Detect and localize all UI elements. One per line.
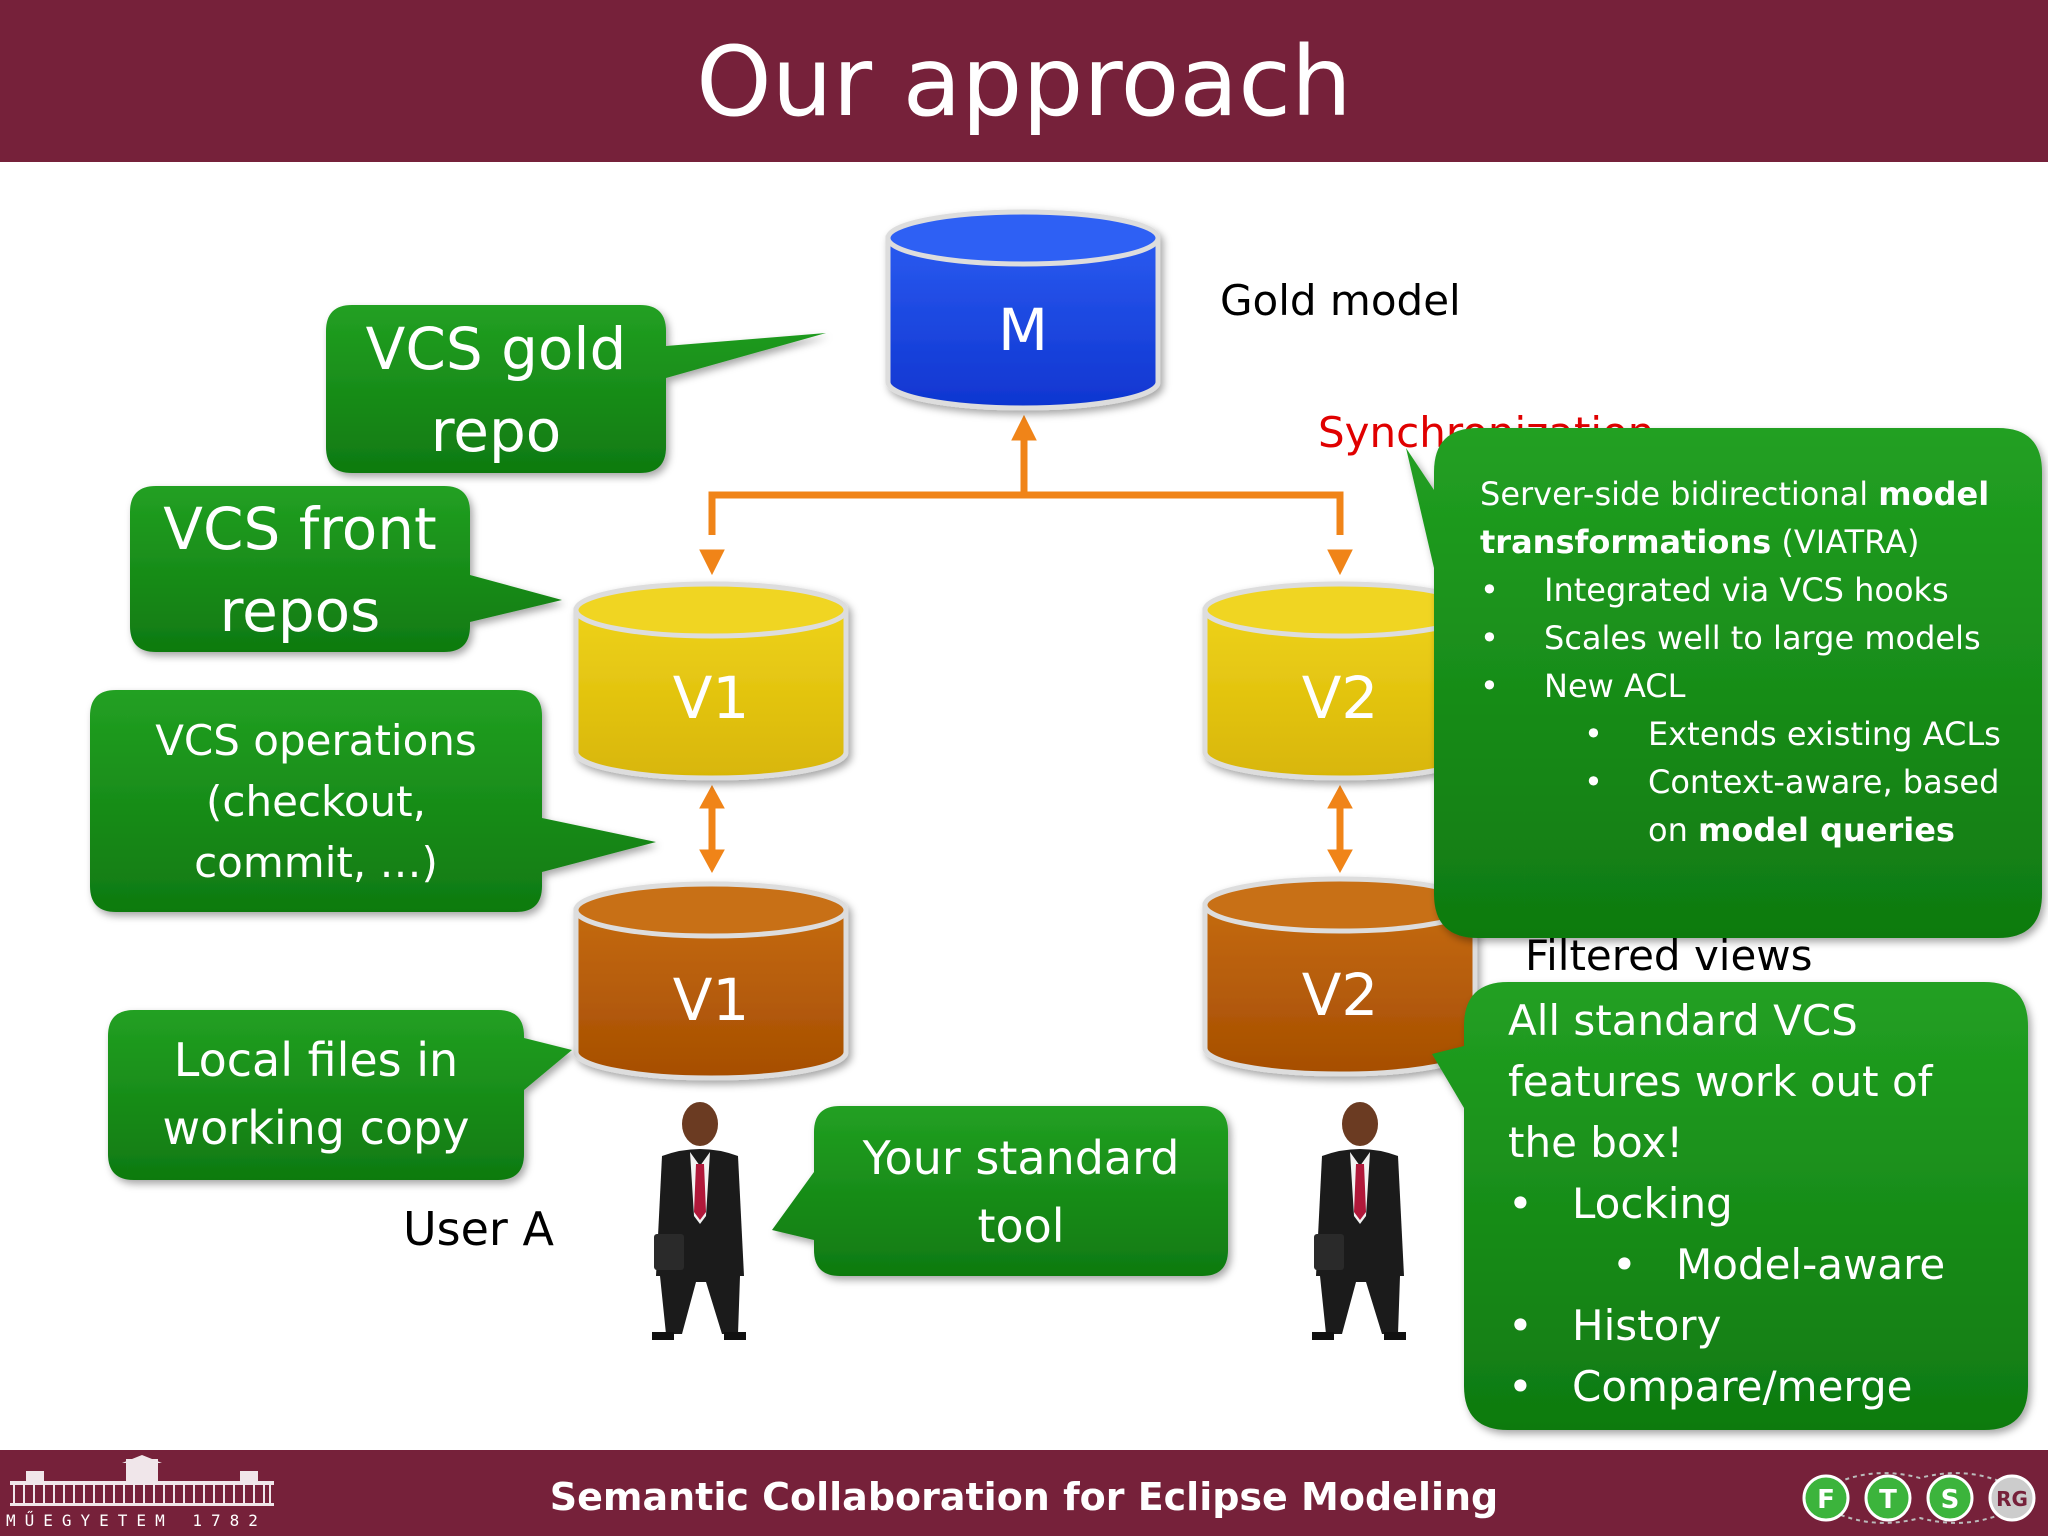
front-repo-v1-cylinder	[573, 581, 849, 781]
front-repo-v1-label: V1	[673, 664, 750, 732]
callout-local-files	[108, 1010, 572, 1180]
sync-bullet: Integrated via VCS hooks	[1480, 566, 2020, 614]
local-repo-v1-label: V1	[673, 966, 750, 1034]
views-intro-line: All standard VCS	[1508, 996, 1858, 1045]
gold-repo-cylinder	[885, 209, 1161, 411]
user-a-icon	[652, 1102, 746, 1340]
sync-sub-bullet: Context-aware, based	[1480, 758, 2020, 806]
views-bullet-compare: Compare/merge	[1508, 1356, 2018, 1417]
sync-arrows	[699, 414, 1353, 874]
views-intro-line: features work out of	[1508, 1057, 1933, 1106]
slide-title: Our approach	[696, 26, 1352, 138]
sync-sub-bullet: Extends existing ACLs	[1480, 710, 2020, 758]
sync-line1-b: model	[1878, 475, 1990, 513]
footer-title: Semantic Collaboration for Eclipse Model…	[549, 1475, 1499, 1519]
sync-ctx-b: on	[1648, 811, 1699, 849]
sync-line1-a: Server-side bidirectional	[1480, 475, 1879, 513]
callout-vcs-ops	[90, 690, 656, 912]
callout-vcs-gold	[326, 305, 826, 473]
university-building-logo	[10, 1455, 274, 1506]
local-repo-v2-cylinder	[1202, 876, 1478, 1077]
filtered-views-label: Filtered views	[1525, 931, 1813, 980]
gold-repo-label: M	[998, 296, 1048, 364]
ftsrg-letter-rg: RG	[1996, 1487, 2028, 1511]
gold-model-label: Gold model	[1220, 276, 1461, 325]
local-repo-v2-label: V2	[1302, 961, 1379, 1029]
university-motto: MŰEGYETEM 1782	[6, 1511, 267, 1530]
sync-line2-a: transformations	[1480, 523, 1772, 561]
views-intro-line: the box!	[1508, 1118, 1684, 1167]
user-b-icon	[1312, 1102, 1406, 1340]
front-repo-v2-label: V2	[1302, 664, 1379, 732]
callout-standard-tool	[772, 1106, 1228, 1276]
callout-vcs-ops-text: VCS operations(checkout,commit, …)	[155, 716, 477, 887]
title-bar	[0, 0, 2048, 162]
ftsrg-letter-s: S	[1941, 1485, 1960, 1515]
user-a-label: User A	[403, 1202, 554, 1256]
sync-ctx-c: model queries	[1698, 811, 1955, 849]
views-bullet-history: History	[1508, 1295, 2018, 1356]
sync-bullet: Scales well to large models	[1480, 614, 2020, 662]
sync-line2-b: (VIATRA)	[1771, 523, 1920, 561]
local-repo-v1-cylinder	[573, 881, 849, 1081]
ftsrg-letter-t: T	[1879, 1485, 1897, 1515]
footer-bar	[0, 1450, 2048, 1536]
views-bullet-locking: Locking	[1508, 1173, 2018, 1234]
ftsrg-letter-f: F	[1817, 1485, 1835, 1515]
sync-details-text: Server-side bidirectional model transfor…	[1480, 470, 2020, 854]
sync-bullet: New ACL	[1480, 662, 2020, 710]
filtered-views-text: All standard VCS features work out of th…	[1508, 990, 2018, 1417]
ftsrg-logo: F T S RG	[1802, 1472, 2036, 1524]
views-sub-bullet-model-aware: Model-aware	[1508, 1234, 2018, 1295]
callout-vcs-front	[130, 486, 562, 652]
